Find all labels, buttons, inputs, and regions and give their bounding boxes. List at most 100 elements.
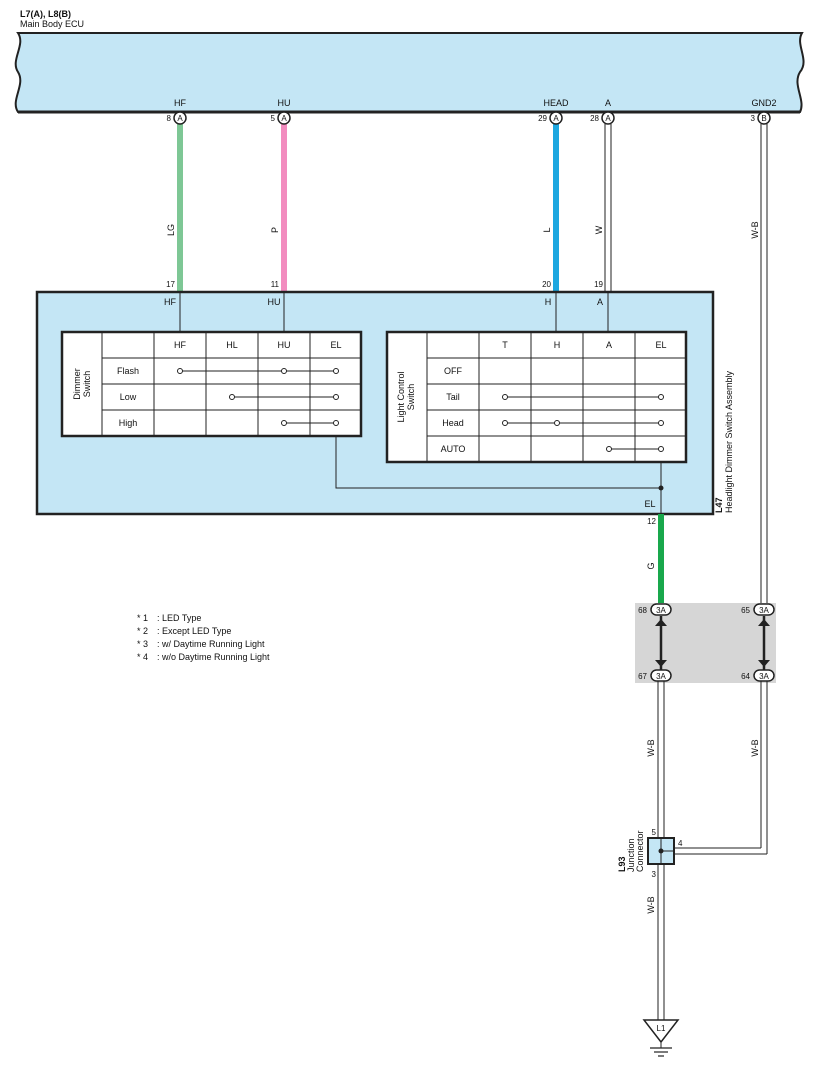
svg-text:3A: 3A	[656, 606, 666, 615]
wire-label-w: W	[594, 225, 604, 234]
dimmer-switch-label-2: Switch	[82, 371, 92, 398]
ecu-connector-hf: A 8	[167, 111, 187, 125]
junction-pin-3: 3	[652, 870, 657, 879]
light-control-label-2: Switch	[406, 384, 416, 411]
wire-label-wb-3: W-B	[750, 739, 760, 756]
ecu-pin-name-head: HEAD	[543, 98, 569, 108]
switch-pin-17: 17	[166, 280, 175, 289]
dimmer-switch-table: Dimmer Switch HF HL HU EL Flash Low High	[60, 330, 363, 438]
wire-label-lg: LG	[166, 224, 176, 236]
note-1-mark: * 1	[137, 613, 148, 623]
ground-label: L1	[657, 1024, 666, 1033]
ecu-connector-gnd2: B 3	[751, 111, 771, 125]
dimmer-col-hl: HL	[226, 340, 238, 350]
terminal-a: A	[597, 297, 603, 307]
svg-text:67: 67	[638, 672, 647, 681]
svg-text:64: 64	[741, 672, 750, 681]
dimmer-row-high: High	[119, 418, 138, 428]
ecu-connector-hu: A 5	[271, 111, 291, 125]
junction-pin-5: 5	[652, 828, 657, 837]
wire-wb-right	[674, 681, 768, 855]
wire-label-l: L	[542, 227, 552, 232]
svg-text:29: 29	[538, 114, 547, 123]
dimmer-col-hu: HU	[278, 340, 291, 350]
el-common-line	[335, 436, 661, 489]
svg-text:8: 8	[167, 114, 172, 123]
light-row-off: OFF	[444, 366, 462, 376]
terminal-hf: HF	[164, 297, 176, 307]
ecu-connector-head: A 29	[538, 111, 563, 125]
light-col-t: T	[502, 340, 508, 350]
svg-text:68: 68	[638, 606, 647, 615]
light-row-tail: Tail	[446, 392, 460, 402]
connector-67: 3A 67	[638, 669, 672, 682]
junction-pin-4: 4	[678, 839, 683, 848]
note-2-text: : Except LED Type	[157, 626, 231, 636]
main-body-ecu-box	[14, 32, 805, 113]
ecu-pin-name-hf: HF	[174, 98, 186, 108]
light-row-head: Head	[442, 418, 464, 428]
note-2-mark: * 2	[137, 626, 148, 636]
wire-w	[604, 124, 612, 292]
dimmer-row-low: Low	[120, 392, 137, 402]
notes: * 1 : LED Type * 2 : Except LED Type * 3…	[137, 613, 270, 662]
svg-text:3A: 3A	[759, 606, 769, 615]
light-row-auto: AUTO	[441, 444, 466, 454]
note-3-mark: * 3	[137, 639, 148, 649]
wire-wb-left	[657, 681, 665, 838]
ecu-title: L7(A), L8(B)	[20, 9, 71, 19]
svg-text:B: B	[761, 114, 766, 123]
svg-text:65: 65	[741, 606, 750, 615]
svg-text:A: A	[553, 114, 559, 123]
terminal-el: EL	[644, 499, 655, 509]
svg-text:3A: 3A	[656, 672, 666, 681]
wire-label-wb-4: W-B	[646, 896, 656, 913]
wire-wb-ground	[657, 864, 665, 1020]
dimmer-col-el: EL	[330, 340, 341, 350]
connector-65: 3A 65	[741, 603, 775, 670]
note-3-text: : w/ Daytime Running Light	[157, 639, 265, 649]
svg-text:A: A	[605, 114, 611, 123]
wire-label-wb-2: W-B	[646, 739, 656, 756]
svg-text:5: 5	[271, 114, 276, 123]
note-1-text: : LED Type	[157, 613, 201, 623]
light-col-a: A	[606, 340, 612, 350]
svg-text:3: 3	[751, 114, 756, 123]
switch-pin-19: 19	[594, 280, 603, 289]
switch-assembly-name: Headlight Dimmer Switch Assembly	[724, 370, 734, 513]
switch-assembly-code: L47	[714, 497, 724, 513]
junction-label-1: Junction	[626, 838, 636, 872]
dimmer-switch-label-1: Dimmer	[72, 368, 82, 400]
svg-text:28: 28	[590, 114, 599, 123]
terminal-h: H	[545, 297, 552, 307]
svg-text:A: A	[281, 114, 287, 123]
connector-68: 3A 68	[638, 603, 672, 670]
note-4-mark: * 4	[137, 652, 148, 662]
switch-pin-20: 20	[542, 280, 551, 289]
light-control-label-1: Light Control	[396, 371, 406, 422]
wire-label-p: P	[270, 227, 280, 233]
light-col-h: H	[554, 340, 561, 350]
switch-pin-12: 12	[647, 517, 656, 526]
junction-code: L93	[617, 856, 627, 872]
wire-label-g: G	[646, 562, 656, 569]
ecu-pin-name-gnd2: GND2	[751, 98, 776, 108]
ecu-connector-a: A 28	[590, 111, 615, 125]
junction-label-2: Connector	[635, 830, 645, 872]
svg-text:3A: 3A	[759, 672, 769, 681]
wire-label-wb-1: W-B	[750, 221, 760, 238]
wire-wb-gnd2	[760, 124, 768, 605]
light-col-el: EL	[655, 340, 666, 350]
note-4-text: : w/o Daytime Running Light	[157, 652, 270, 662]
dimmer-row-flash: Flash	[117, 366, 139, 376]
svg-text:A: A	[177, 114, 183, 123]
terminal-hu: HU	[268, 297, 281, 307]
connector-64: 3A 64	[741, 669, 775, 682]
dimmer-col-hf: HF	[174, 340, 186, 350]
ecu-pin-name-hu: HU	[278, 98, 291, 108]
ecu-pin-name-a: A	[605, 98, 611, 108]
ecu-subtitle: Main Body ECU	[20, 19, 84, 29]
light-control-switch-table: Light Control Switch T H A EL OFF Tail H…	[385, 330, 688, 464]
ground-symbol: L1	[642, 1019, 680, 1057]
